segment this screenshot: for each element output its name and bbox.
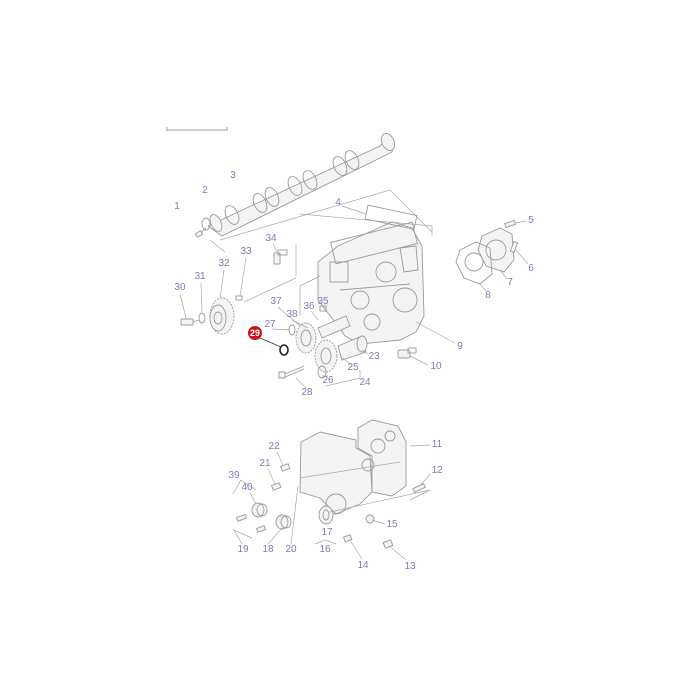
part-label-28[interactable]: 28 [301,387,313,398]
camshaft-bolt-and-washer [194,217,211,238]
part-label-4[interactable]: 4 [335,197,341,208]
part-label-24[interactable]: 24 [359,377,371,388]
part-label-10[interactable]: 10 [430,361,442,372]
part-label-31[interactable]: 31 [194,271,206,282]
part-label-14[interactable]: 14 [357,560,369,571]
part-label-35[interactable]: 35 [317,296,329,307]
part-label-16[interactable]: 16 [319,544,331,555]
part-label-39[interactable]: 39 [228,470,240,481]
cover-gasket [455,241,493,285]
highlighted-part-badge[interactable]: 29 [248,326,262,340]
rear-cover-plate [477,227,515,273]
gear-bolt-30 [180,318,200,326]
housing-bolt [397,347,417,359]
part-label-38[interactable]: 38 [286,309,298,320]
seal-17 [318,505,334,525]
plugs-39-40-18 [251,502,292,530]
part-label-21[interactable]: 21 [259,458,271,469]
bolt-28 [278,365,305,379]
gear-washer-31 [198,312,206,324]
part-label-8[interactable]: 8 [485,290,491,301]
part-label-13[interactable]: 13 [404,561,416,572]
part-label-34[interactable]: 34 [265,233,277,244]
cover-bolts-lower [235,463,426,549]
part-label-11[interactable]: 11 [431,439,443,450]
part-label-32[interactable]: 32 [218,258,230,269]
part-label-3[interactable]: 3 [230,170,236,181]
part-label-36[interactable]: 36 [303,301,315,312]
part-label-19[interactable]: 19 [237,544,249,555]
o-ring-29 [279,344,289,356]
part-label-33[interactable]: 33 [240,246,252,257]
part-label-22[interactable]: 22 [268,441,280,452]
crankshaft-gear-assembly [288,305,368,379]
part-label-6[interactable]: 6 [528,263,534,274]
part-label-2[interactable]: 2 [202,185,208,196]
part-label-17[interactable]: 17 [321,527,333,538]
part-label-9[interactable]: 9 [457,341,463,352]
top-gasket [299,204,433,236]
idler-gear [209,297,235,335]
part-label-30[interactable]: 30 [174,282,186,293]
part-label-20[interactable]: 20 [285,544,297,555]
cover-bolts [504,219,519,253]
part-label-26[interactable]: 26 [322,375,334,386]
camshaft [207,133,396,237]
screw-34 [273,249,288,265]
part-label-27[interactable]: 27 [264,319,276,330]
part-label-7[interactable]: 7 [507,277,513,288]
part-label-15[interactable]: 15 [386,519,398,530]
pin-33 [235,295,243,301]
timing-cover [299,419,407,515]
part-label-1[interactable]: 1 [174,201,180,212]
part-label-25[interactable]: 25 [347,362,359,373]
scale-bar [166,127,228,131]
part-label-12[interactable]: 12 [431,465,443,476]
part-label-23[interactable]: 23 [368,351,380,362]
part-label-40[interactable]: 40 [241,482,253,493]
part-label-18[interactable]: 18 [262,544,274,555]
part-label-5[interactable]: 5 [528,215,534,226]
part-label-37[interactable]: 37 [270,296,282,307]
